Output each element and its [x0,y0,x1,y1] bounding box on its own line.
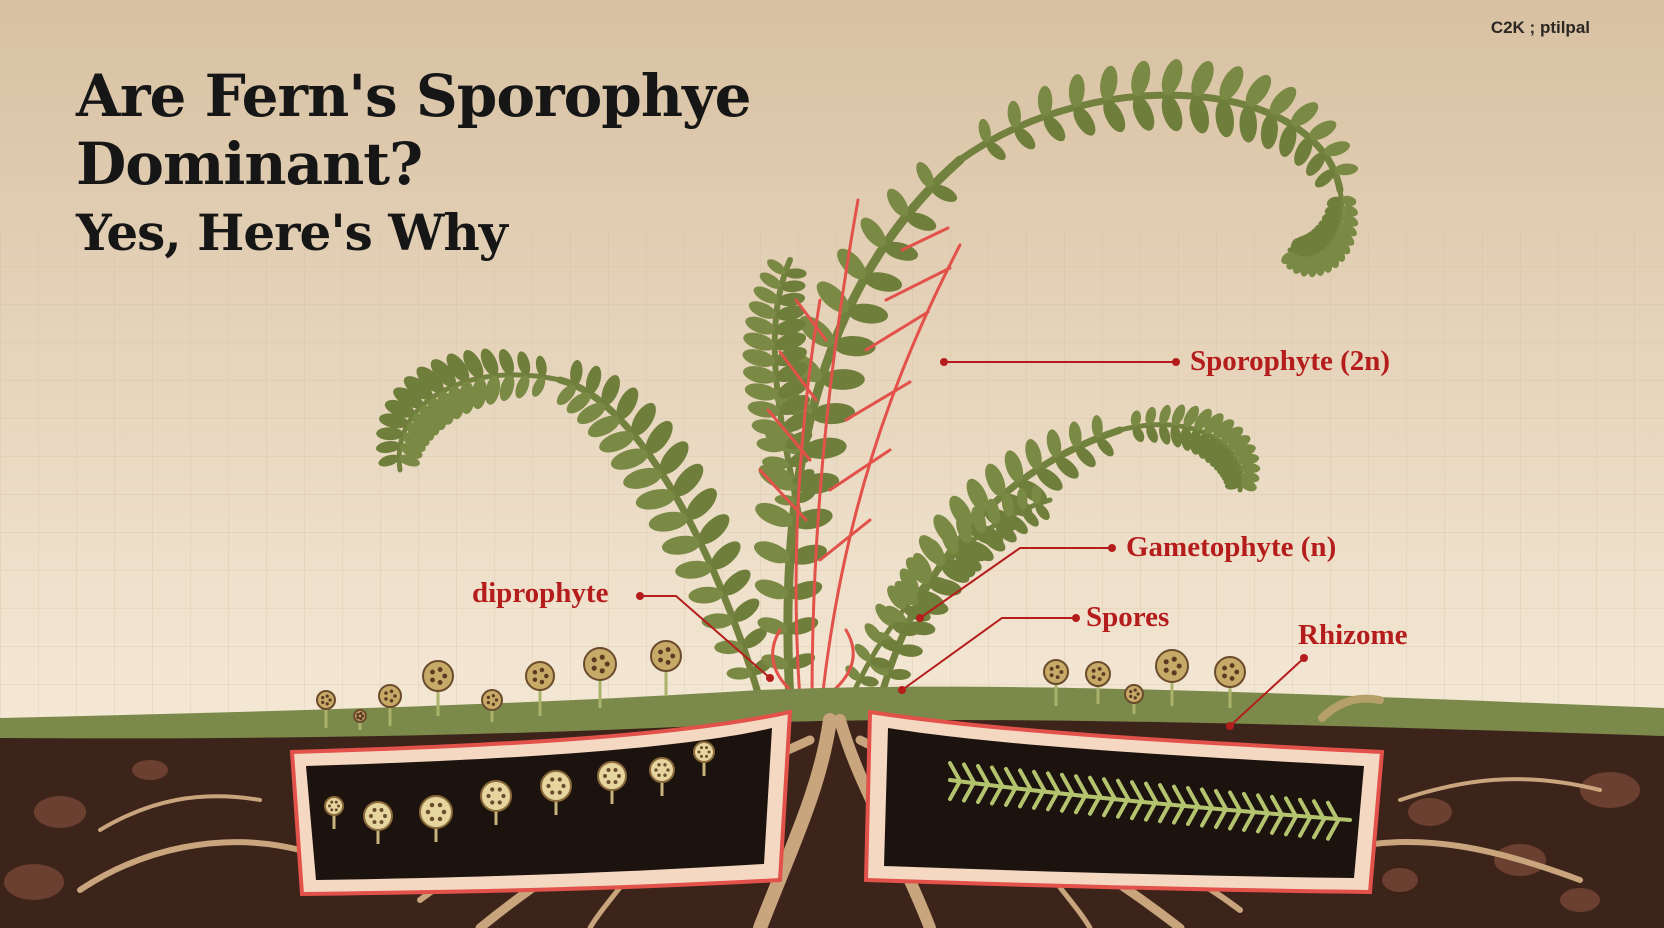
leader-dots [636,358,1308,730]
title-line-1: Are Fern's Sporophye [76,62,752,130]
soil [0,719,1664,928]
spore-capsules [316,640,1246,844]
leader-rhizome [1229,657,1305,727]
young-frond-icon [948,761,1352,841]
watermark: C2K ; ptilpal [1490,18,1590,37]
leader-spores [901,617,1076,691]
title-line-2: Dominant? [76,130,423,198]
leader-lines [640,361,1305,727]
sporophyte-veins [758,198,962,702]
label-gametophyte: Gametophyte (n) [1126,531,1337,563]
page-title: Are Fern's Sporophye Dominant? Yes, Here… [76,62,752,268]
sprout-icon [1318,694,1384,722]
label-spores: Spores [1086,601,1170,633]
label-rhizome: Rhizome [1298,619,1408,651]
label-sporophyte: Sporophyte (2n) [1190,345,1391,377]
leader-diprophyte [640,595,771,679]
leader-gametophyte [919,547,1112,619]
label-diprophyte: diprophyte [472,577,609,609]
title-line-3: Yes, Here's Why [76,203,508,262]
